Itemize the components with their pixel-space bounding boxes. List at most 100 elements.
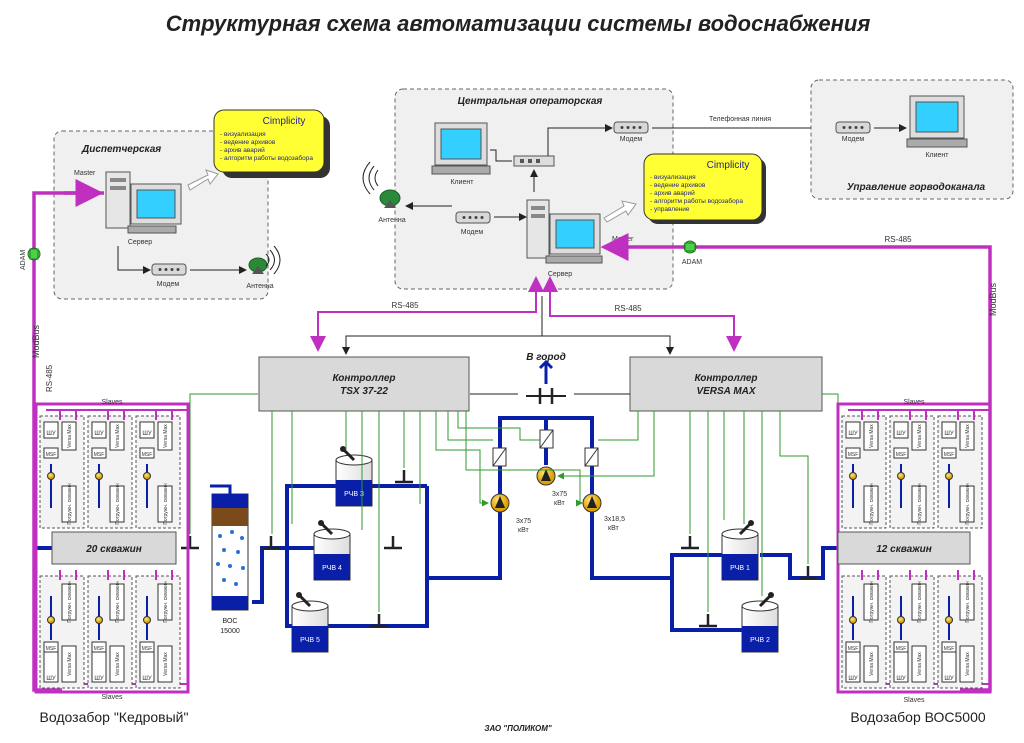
msf-label: MSF (94, 646, 105, 652)
city-management-room: Модем Клиент Управление горводоканала (810, 79, 1014, 200)
cimplicity-item: - алгоритм работы водозабора (650, 197, 743, 205)
shu-label: ШУ (94, 431, 103, 437)
msf-label: MSF (848, 452, 859, 458)
pump-label: Погружн. скважин (869, 483, 875, 525)
valve-icon (539, 429, 554, 449)
wells-count-box: 12 скважин (837, 531, 971, 565)
msf-label: MSF (896, 452, 907, 458)
pump-icon (849, 472, 857, 480)
pump-label: Погружн. скважин (163, 483, 169, 525)
pump-icon (95, 616, 103, 624)
central-modem-mid-label: Модем (461, 229, 484, 236)
central-operator-room: Центральная операторская Клиент Модем Ci… (362, 88, 766, 290)
rs485-right-label: RS-485 (614, 304, 642, 313)
right-adam-label: ADAM (682, 259, 702, 266)
pump-label: Погружн. скважин (67, 581, 73, 623)
shu-label: ШУ (142, 431, 151, 437)
tank-label: РЧВ 5 (300, 637, 320, 644)
pump-label-line1: 3х75 (516, 518, 531, 525)
shu-label: ШУ (896, 431, 905, 437)
pump-label: Погружн. скважин (965, 581, 971, 623)
central-label: Центральная операторская (458, 96, 603, 107)
versa-label: Versa Max (115, 652, 121, 676)
cimplicity-item: - визуализация (650, 174, 696, 181)
valve-icon (492, 447, 507, 467)
intake-left-label: Водозабор "Кедровый" (40, 709, 189, 725)
central-antenna-label: Антенна (378, 217, 405, 224)
left-modbus-label: ModBus (31, 324, 41, 358)
wells-count-label: 20 скважин (85, 544, 142, 555)
control-lines (189, 393, 839, 612)
central-master-label: Master (612, 236, 634, 243)
versa-label: Versa Max (163, 424, 169, 448)
pump-icon (897, 472, 905, 480)
tank-rchv5: РЧВ 5 (291, 592, 329, 653)
cimplicity-item: - архив аварий (220, 146, 265, 154)
pump-label: Погружн. скважин (917, 581, 923, 623)
pump-icon (143, 472, 151, 480)
voc-filter: ВОС 15000 (210, 484, 249, 635)
pump-icon (945, 472, 953, 480)
versa-label: Versa Max (869, 424, 875, 448)
server-computer-icon (526, 199, 603, 264)
msf-label: MSF (142, 452, 153, 458)
central-client-label: Клиент (450, 179, 474, 186)
to-city-label: В город (526, 352, 566, 363)
left-rs485-label: RS-485 (45, 364, 54, 392)
tank-label: РЧВ 3 (344, 491, 364, 498)
pump-label: Погружн. скважин (965, 483, 971, 525)
versa-label: Versa Max (869, 652, 875, 676)
versa-label: Versa Max (163, 652, 169, 676)
versa-label: Versa Max (67, 424, 73, 448)
pump-label: Погружн. скважин (115, 483, 121, 525)
pump-label: Погружн. скважин (163, 581, 169, 623)
cimplicity-title: Cimplicity (707, 160, 750, 171)
versa-label: Versa Max (965, 424, 971, 448)
cimplicity-item: - архив аварий (650, 189, 695, 197)
msf-label: MSF (944, 452, 955, 458)
controller-versa-line1: Контроллер (694, 373, 757, 384)
right-modbus-label: ModBus (988, 282, 998, 316)
controller-tsx: Контроллер TSX 37-22 (258, 356, 470, 412)
pump-icon (143, 616, 151, 624)
pump-icon (536, 466, 556, 486)
footer-label: ЗАО "ПОЛИКОМ" (484, 724, 552, 733)
pump-icon (47, 472, 55, 480)
controller-tsx-line2: TSX 37-22 (340, 386, 388, 397)
wells-count-box: 20 скважин (51, 531, 177, 565)
dispatch-master-label: Master (74, 170, 96, 177)
valve-icon (584, 447, 599, 467)
pump-label-line2: кВт (608, 525, 619, 532)
tank-label: РЧВ 2 (750, 637, 770, 644)
dispatch-server-label: Сервер (128, 239, 152, 246)
city-label: Управление горводоканала (847, 182, 986, 193)
modem-icon (455, 211, 491, 224)
msf-label: MSF (142, 646, 153, 652)
slaves-label: Slaves (101, 399, 123, 406)
hollow-arrow-icon (603, 200, 637, 223)
slaves-label: Slaves (903, 399, 925, 406)
cimplicity-title: Cimplicity (263, 116, 306, 127)
pump-icon (582, 493, 602, 513)
controller-versa: Контроллер VERSA MAX (629, 356, 823, 412)
tank-label: РЧВ 1 (730, 565, 750, 572)
pump-icon (945, 616, 953, 624)
msf-label: MSF (46, 646, 57, 652)
phone-line-label: Телефонная линия (709, 116, 771, 123)
tank-rchv2: РЧВ 2 (741, 592, 779, 653)
left-adam-label: ADAM (20, 250, 27, 270)
pump-icon (897, 616, 905, 624)
dispatch-label: Диспетчерская (81, 144, 161, 155)
modem-icon (835, 121, 871, 134)
